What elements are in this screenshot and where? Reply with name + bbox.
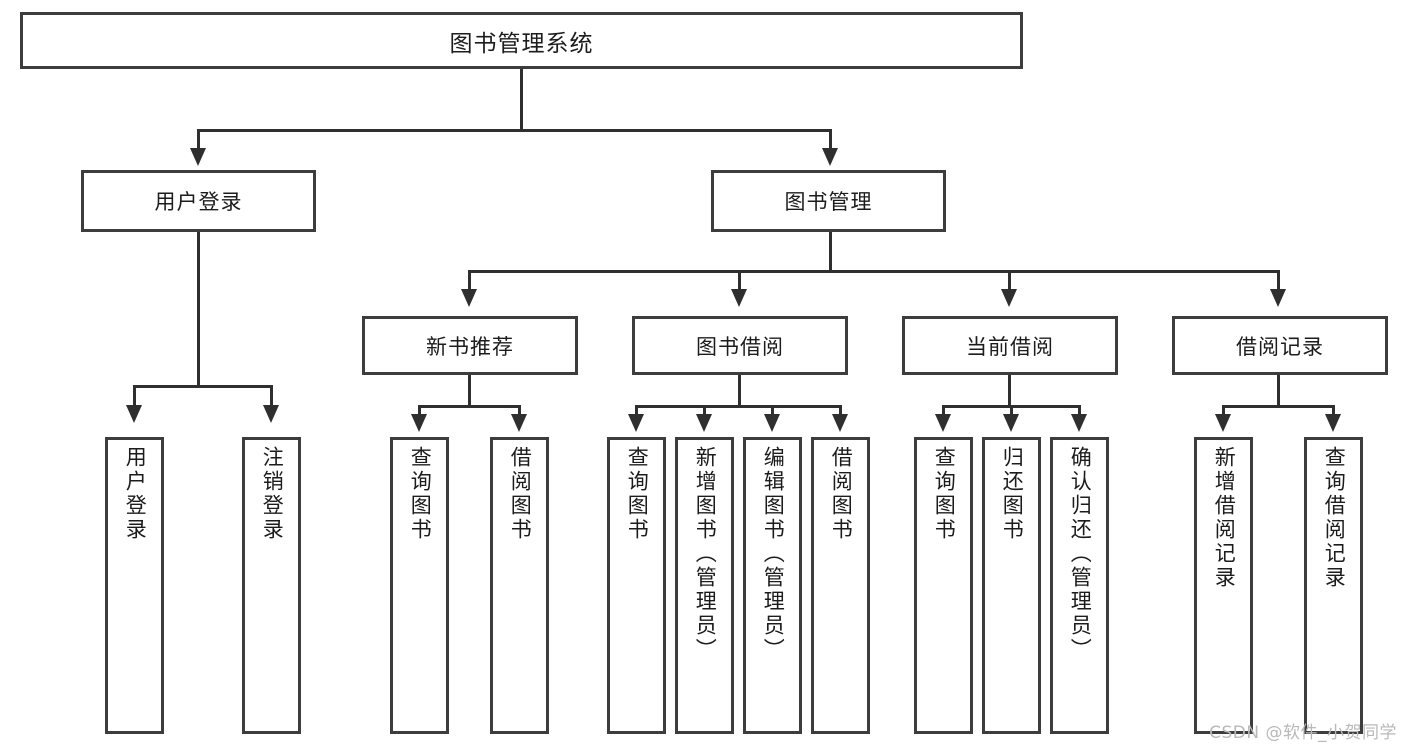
edge-level1-drop-0	[197, 129, 200, 149]
edge-borrow-record-drop-1	[1332, 405, 1335, 415]
edge-level2-drop-2	[1008, 270, 1011, 290]
leaf-label: 查询图书	[408, 446, 433, 542]
arrow-current-borrow-0	[935, 414, 951, 432]
arrow-level2-0	[461, 289, 477, 307]
edge-level1-bus	[197, 129, 832, 132]
node-root[interactable]: 图书管理系统	[20, 12, 1023, 69]
node-root-label: 图书管理系统	[449, 30, 594, 57]
edge-level2-drop-1	[738, 270, 741, 290]
arrow-current-borrow-2	[1071, 414, 1087, 432]
leaf-new-book-1[interactable]: 借阅图书	[490, 437, 549, 734]
edge-borrow-record-bus	[1222, 405, 1335, 408]
edge-new-book-drop-0	[418, 405, 421, 415]
edge-borrow-record-drop-0	[1222, 405, 1225, 415]
arrow-borrow-record-0	[1215, 414, 1231, 432]
leaf-user-login-0[interactable]: 用户登录	[105, 437, 164, 734]
edge-book-borrow-drop-1	[703, 405, 706, 415]
edge-level2-drop-0	[468, 270, 471, 290]
node-current-borrow[interactable]: 当前借阅	[902, 316, 1118, 375]
node-user-login-label: 用户登录	[154, 190, 243, 214]
node-current-borrow-label: 当前借阅	[966, 334, 1054, 359]
edge-root-stem	[520, 69, 523, 131]
node-new-book-recommend[interactable]: 新书推荐	[362, 316, 578, 375]
leaf-label: 查询图书	[932, 446, 957, 542]
edge-user-login-stem	[197, 232, 200, 387]
arrow-level2-1	[731, 289, 747, 307]
leaf-borrow-record-0[interactable]: 新增借阅记录	[1194, 437, 1253, 734]
edge-current-borrow-drop-2	[1078, 405, 1081, 415]
leaf-book-borrow-0[interactable]: 查询图书	[607, 437, 666, 734]
node-book-borrow-label: 图书借阅	[696, 334, 784, 359]
leaf-label: 用户登录	[123, 446, 148, 542]
leaf-label: 新增借阅记录	[1212, 446, 1237, 590]
edge-new-book-stem	[468, 375, 471, 407]
leaf-label: 注销登录	[260, 446, 285, 542]
edge-current-borrow-stem	[1008, 375, 1011, 407]
edge-user-login-drop-0	[133, 385, 136, 407]
edge-book-management-stem	[829, 232, 832, 272]
leaf-book-borrow-3[interactable]: 借阅图书	[811, 437, 870, 734]
edge-book-borrow-stem	[738, 375, 741, 407]
edge-book-borrow-drop-2	[771, 405, 774, 415]
edge-book-borrow-drop-3	[839, 405, 842, 415]
arrow-book-borrow-1	[696, 414, 712, 432]
leaf-label: 归还图书	[1000, 446, 1025, 542]
node-borrow-record[interactable]: 借阅记录	[1172, 316, 1388, 375]
arrow-book-borrow-2	[764, 414, 780, 432]
arrow-level1-1	[822, 148, 838, 166]
leaf-new-book-0[interactable]: 查询图书	[390, 437, 449, 734]
edge-user-login-bus	[133, 385, 273, 388]
leaf-current-borrow-2[interactable]: 确认归还（管理员）	[1050, 437, 1109, 734]
edge-new-book-drop-1	[518, 405, 521, 415]
edge-level1-drop-1	[829, 129, 832, 149]
leaf-user-login-1[interactable]: 注销登录	[242, 437, 301, 734]
leaf-label: 查询图书	[625, 446, 650, 542]
arrow-level2-3	[1270, 289, 1286, 307]
arrow-user-login-0	[126, 405, 142, 423]
leaf-current-borrow-1[interactable]: 归还图书	[982, 437, 1041, 734]
node-book-management-label: 图书管理	[784, 190, 873, 214]
edge-book-borrow-drop-0	[635, 405, 638, 415]
leaf-label: 编辑图书（管理员）	[761, 446, 786, 662]
leaf-label: 确认归还（管理员）	[1068, 446, 1093, 662]
edge-level2-bus	[468, 270, 1280, 273]
leaf-label: 借阅图书	[508, 446, 533, 542]
arrow-borrow-record-1	[1325, 414, 1341, 432]
arrow-book-borrow-3	[832, 414, 848, 432]
node-user-login[interactable]: 用户登录	[81, 170, 316, 232]
arrow-user-login-1	[263, 405, 279, 423]
leaf-book-borrow-2[interactable]: 编辑图书（管理员）	[743, 437, 802, 734]
node-book-management[interactable]: 图书管理	[711, 170, 946, 232]
edge-user-login-drop-1	[270, 385, 273, 407]
leaf-label: 查询借阅记录	[1322, 446, 1347, 590]
edge-current-borrow-drop-1	[1010, 405, 1013, 415]
edge-book-borrow-bus	[635, 405, 842, 408]
node-new-book-recommend-label: 新书推荐	[426, 334, 514, 359]
leaf-label: 借阅图书	[829, 446, 854, 542]
edge-current-borrow-drop-0	[942, 405, 945, 415]
arrow-new-book-1	[511, 414, 527, 432]
node-book-borrow[interactable]: 图书借阅	[632, 316, 848, 375]
arrow-book-borrow-0	[628, 414, 644, 432]
leaf-borrow-record-1[interactable]: 查询借阅记录	[1304, 437, 1363, 734]
arrow-new-book-0	[411, 414, 427, 432]
leaf-label: 新增图书（管理员）	[693, 446, 718, 662]
node-borrow-record-label: 借阅记录	[1236, 334, 1324, 359]
edge-new-book-bus	[418, 405, 521, 408]
leaf-current-borrow-0[interactable]: 查询图书	[914, 437, 973, 734]
arrow-current-borrow-1	[1003, 414, 1019, 432]
edge-borrow-record-stem	[1277, 375, 1280, 407]
arrow-level2-2	[1001, 289, 1017, 307]
edge-level2-drop-3	[1277, 270, 1280, 290]
arrow-level1-0	[190, 148, 206, 166]
csdn-watermark: CSDN @软件_小贺同学	[1209, 723, 1397, 743]
leaf-book-borrow-1[interactable]: 新增图书（管理员）	[675, 437, 734, 734]
